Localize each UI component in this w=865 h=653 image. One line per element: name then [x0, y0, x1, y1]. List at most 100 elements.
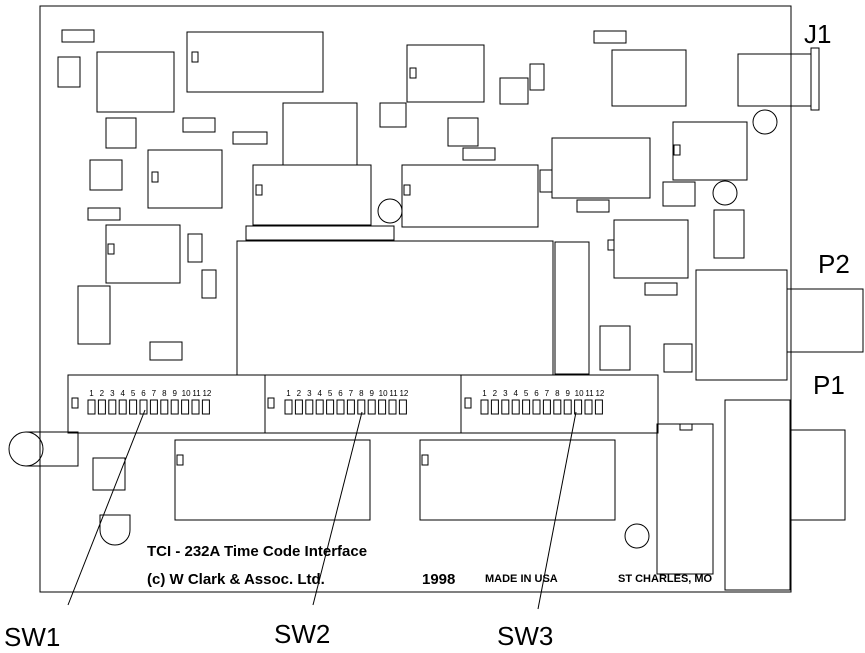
component [401, 164, 539, 228]
component [406, 44, 485, 103]
dip-position-number: 5 [328, 389, 333, 398]
dip-toggle [139, 399, 148, 415]
dip-toggle [336, 399, 345, 415]
component [551, 137, 651, 199]
component [672, 121, 748, 181]
test-point [377, 198, 403, 224]
dip-position-number: 8 [162, 389, 167, 398]
test-point [752, 109, 778, 135]
board-title: TCI - 232A Time Code Interface [147, 543, 367, 560]
dip-switch-sw1-body [67, 374, 266, 434]
dip-position-number: 4 [317, 389, 322, 398]
dip-toggle [97, 399, 106, 415]
component [656, 423, 714, 575]
sw3-leader-line [537, 411, 577, 610]
led-body [26, 431, 79, 467]
component [174, 439, 371, 521]
dip-position-number: 10 [182, 389, 191, 398]
component [695, 269, 788, 381]
dip-position-number: 12 [399, 389, 408, 398]
dip-position-number: 6 [338, 389, 343, 398]
component [89, 159, 123, 191]
component [232, 131, 268, 145]
dip-switch-sw2-body [264, 374, 462, 434]
dip-position-number: 6 [141, 389, 146, 398]
dip-position-number: 3 [307, 389, 312, 398]
component [613, 219, 689, 279]
dip-toggle [367, 399, 376, 415]
dip-toggle [305, 399, 314, 415]
sw1-leader-line [67, 409, 146, 606]
led [8, 431, 44, 467]
connector-j1-tab [810, 47, 820, 111]
board-location: ST CHARLES, MO [618, 573, 713, 585]
half-circle-component [99, 514, 131, 546]
dip-toggle [201, 399, 210, 415]
dip-position-number: 2 [493, 389, 498, 398]
dip-position-number: 3 [110, 389, 115, 398]
dip-position-number: 7 [152, 389, 157, 398]
board-made-in: MADE IN USA [485, 573, 558, 585]
dip-position-number: 5 [524, 389, 529, 398]
dip-position-number: 6 [534, 389, 539, 398]
dip-toggle [129, 399, 138, 415]
component [57, 56, 81, 88]
dip-toggle [563, 399, 572, 415]
component [282, 102, 358, 166]
dip-toggle [522, 399, 531, 415]
component [576, 199, 610, 213]
component [554, 241, 590, 375]
dip-toggle [294, 399, 303, 415]
dip-toggle [118, 399, 127, 415]
component [644, 282, 678, 296]
component [187, 233, 203, 263]
component [77, 285, 111, 345]
component [379, 102, 407, 128]
dip-position-number: 7 [545, 389, 550, 398]
dip-toggle [108, 399, 117, 415]
dip-position-number: 9 [172, 389, 177, 398]
dip-toggle [284, 399, 293, 415]
board-year: 1998 [422, 571, 455, 588]
dip-toggle [181, 399, 190, 415]
dip-toggle [398, 399, 407, 415]
dip-position-number: 1 [286, 389, 291, 398]
sw2-label: SW2 [274, 619, 330, 649]
component [105, 117, 137, 149]
dip-position-number: 8 [555, 389, 560, 398]
dip-toggle [160, 399, 169, 415]
dip-toggle [315, 399, 324, 415]
dip-toggle [501, 399, 510, 415]
p1-label: P1 [813, 370, 845, 400]
test-point [624, 523, 650, 549]
dip-toggle [149, 399, 158, 415]
component [252, 164, 372, 226]
j1-label: J1 [804, 19, 831, 49]
dip-position-number: 3 [503, 389, 508, 398]
dip-toggle [480, 399, 489, 415]
component [147, 149, 223, 209]
dip-toggle [87, 399, 96, 415]
component [186, 31, 324, 93]
component [245, 225, 395, 241]
dip-toggle [574, 399, 583, 415]
dip-position-number: 4 [120, 389, 125, 398]
dip-toggle [542, 399, 551, 415]
component [419, 439, 616, 521]
component [96, 51, 175, 113]
dip-toggle [584, 399, 593, 415]
component [447, 117, 479, 147]
dip-position-number: 4 [513, 389, 518, 398]
dip-toggle [378, 399, 387, 415]
dip-position-number: 2 [297, 389, 302, 398]
dip-position-number: 10 [379, 389, 388, 398]
dip-toggle [170, 399, 179, 415]
dip-position-number: 12 [595, 389, 604, 398]
sw1-label: SW1 [4, 622, 60, 652]
dip-position-number: 11 [585, 389, 594, 398]
dip-position-number: 10 [575, 389, 584, 398]
dip-toggle [326, 399, 335, 415]
dip-position-number: 5 [131, 389, 136, 398]
connector-p2 [786, 288, 864, 353]
